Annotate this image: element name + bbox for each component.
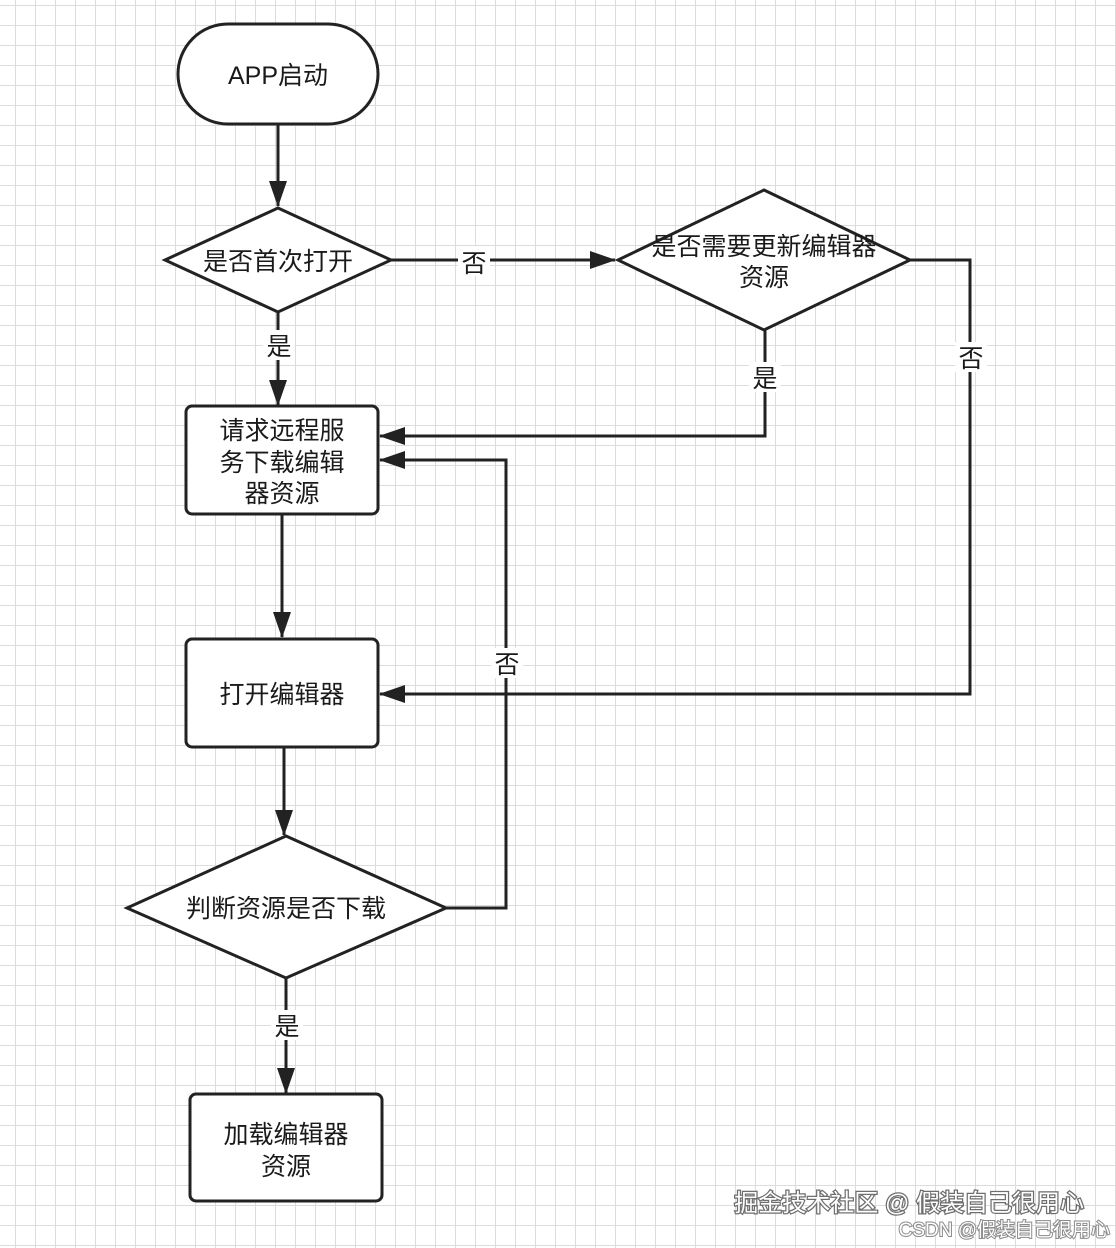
node-need-update-label-line2: 资源 — [739, 264, 789, 292]
node-need-update-decision: 是否需要更新编辑器 资源 — [614, 188, 914, 332]
node-load-resources-line1: 加载编辑器 — [223, 1121, 348, 1149]
edge-label-need-update-no: 否 — [958, 345, 983, 373]
node-open-editor: 打开编辑器 — [184, 637, 380, 749]
node-first-open-decision: 是否首次打开 — [161, 206, 395, 314]
node-first-open-label: 是否首次打开 — [203, 248, 353, 276]
node-request-remote-line3: 器资源 — [244, 480, 319, 508]
edge-label-need-update-yes: 是 — [752, 365, 777, 393]
watermark-juejin: 掘金技术社区 @ 假装自己很用心 — [734, 1190, 1084, 1217]
edge-need-update-yes — [379, 330, 767, 445]
edge-label-check-yes: 是 — [274, 1013, 299, 1041]
edge-check-no — [379, 451, 508, 910]
node-check-downloaded-decision: 判断资源是否下载 — [123, 834, 450, 980]
node-load-resources-line2: 资源 — [261, 1153, 311, 1181]
node-app-start: APP启动 — [176, 22, 380, 126]
node-check-downloaded-label: 判断资源是否下载 — [186, 895, 386, 923]
node-load-resources: 加载编辑器 资源 — [188, 1092, 384, 1203]
edge-label-first-open-yes: 是 — [266, 333, 291, 361]
node-request-remote: 请求远程服 务下载编辑 器资源 — [184, 404, 380, 516]
node-request-remote-line1: 请求远程服 — [219, 417, 344, 445]
edge-label-check-no: 否 — [494, 651, 519, 679]
node-need-update-label-line1: 是否需要更新编辑器 — [651, 233, 876, 261]
watermark-csdn: CSDN @假装自己很用心 — [899, 1219, 1110, 1241]
edge-label-first-open-no: 否 — [461, 250, 486, 278]
node-app-start-label: APP启动 — [228, 62, 328, 90]
node-open-editor-label: 打开编辑器 — [219, 681, 344, 709]
node-request-remote-line2: 务下载编辑 — [219, 449, 344, 477]
edge-need-update-no — [379, 258, 972, 703]
